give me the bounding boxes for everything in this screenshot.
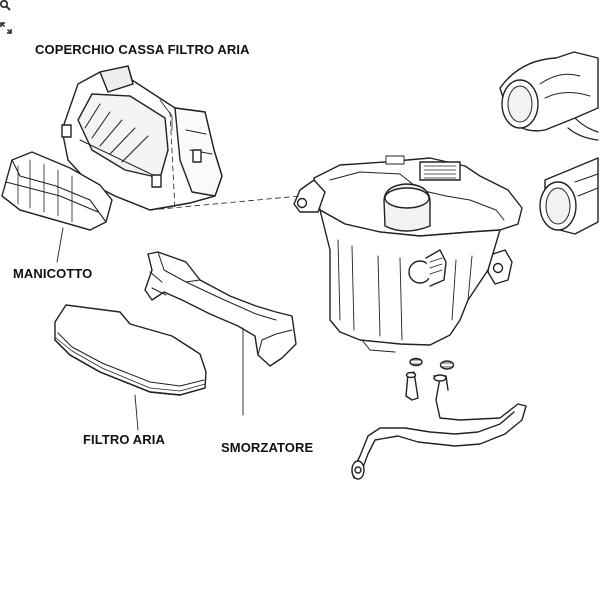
smorzatore-part — [144, 251, 297, 367]
label-coperchio-cassa-filtro-aria: COPERCHIO CASSA FILTRO ARIA — [35, 42, 250, 57]
drain-plug-part — [405, 357, 423, 401]
airbox-cover-part — [61, 65, 223, 211]
search-icon[interactable] — [0, 0, 12, 12]
intake-duct-upper-part — [499, 51, 599, 141]
label-filtro-aria: FILTRO ARIA — [83, 432, 165, 447]
assembly-dash-lines — [149, 111, 301, 211]
air-filter-part — [54, 304, 207, 396]
drain-clamp-part — [439, 360, 455, 370]
leader-lines — [56, 99, 244, 431]
drain-hose-part — [351, 374, 527, 480]
intake-duct-lower-part — [539, 157, 599, 235]
label-smorzatore: SMORZATORE — [221, 440, 314, 455]
manicotto-part — [1, 151, 113, 231]
airbox-body-part — [293, 155, 523, 353]
label-manicotto: MANICOTTO — [13, 266, 93, 281]
expand-icon[interactable] — [0, 22, 12, 34]
